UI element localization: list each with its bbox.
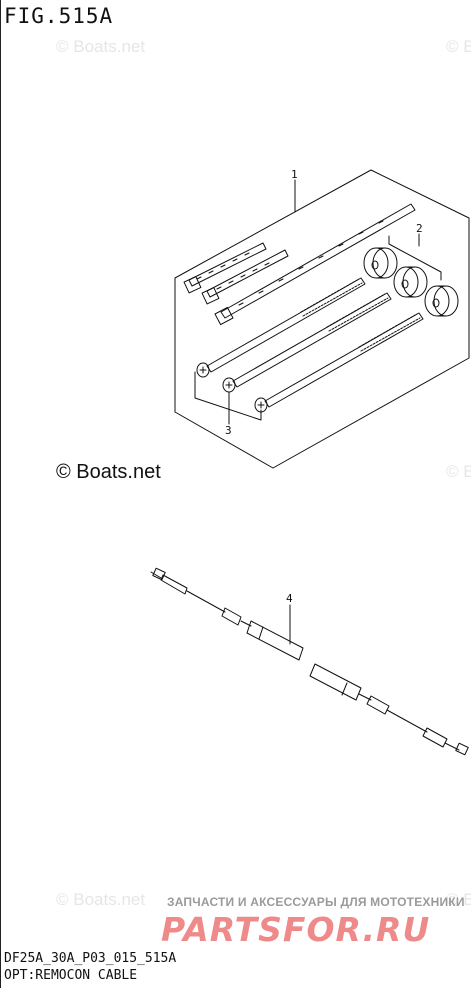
callout-label: 3 xyxy=(225,424,232,437)
bolt xyxy=(254,312,424,413)
watermark: © Boats.net xyxy=(56,890,146,909)
cable-tie xyxy=(201,249,289,305)
remocon-cable xyxy=(309,663,469,756)
remocon-cable xyxy=(150,567,304,661)
watermark: © B xyxy=(446,37,471,56)
cable-tie xyxy=(183,242,267,294)
watermark-main: © Boats.net xyxy=(56,461,161,483)
bolt xyxy=(196,277,366,378)
callout-label: 1 xyxy=(291,168,298,181)
spacer xyxy=(393,266,428,298)
callout-2-bracket xyxy=(388,233,442,281)
callout-3-bracket xyxy=(194,371,262,425)
diagram-code: DF25A_30A_P03_015_515A xyxy=(4,951,177,966)
diagram-description: OPT:REMOCON CABLE xyxy=(4,968,138,983)
watermark: © Boats.net xyxy=(56,37,146,56)
callout-label: 2 xyxy=(416,222,423,235)
brand-logo: PARTSFOR.RU xyxy=(161,910,431,949)
spacer xyxy=(363,247,398,279)
bolt xyxy=(222,292,392,393)
spacer xyxy=(424,285,459,317)
kit-box xyxy=(174,169,470,469)
brand-tagline: ЗАПЧАСТИ И АКСЕССУАРЫ ДЛЯ МОТОТЕХНИКИ xyxy=(167,895,465,909)
callout-label: 4 xyxy=(286,592,293,605)
watermark: © B xyxy=(446,462,471,481)
cable-tie xyxy=(214,203,416,326)
figure-title: FIG.515A xyxy=(4,4,114,28)
watermark: © B xyxy=(446,890,471,909)
